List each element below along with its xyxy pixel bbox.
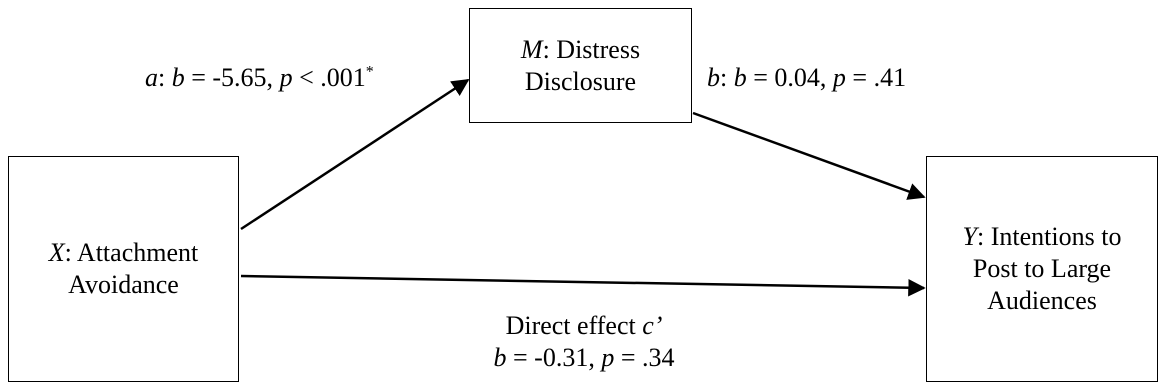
path-c-b-symbol: b (493, 343, 507, 372)
mediator-var: M (520, 34, 543, 64)
path-a-symbol: a (145, 63, 158, 92)
path-a-colon: : (158, 63, 172, 92)
direct-effect-title: Direct effect c’ (404, 310, 764, 342)
path-b-b-symbol: b (733, 63, 747, 92)
arrow-x-to-m (240, 78, 470, 231)
mediator-box: M: Distress Disclosure (469, 8, 692, 123)
path-a-p-symbol: p (279, 63, 293, 92)
mediator-line1-text: : Distress (542, 34, 641, 64)
path-c-p-symbol: p (601, 343, 615, 372)
path-a-p-value: < .001 (292, 63, 366, 92)
mediator-line1: M: Distress (521, 34, 640, 66)
path-c-b-value: = -0.31, (506, 343, 602, 372)
path-a-b-symbol: b (171, 63, 185, 92)
path-a-label: a: b = -5.65, p < .001* (145, 62, 374, 94)
outcome-line3: Audiences (987, 286, 1097, 315)
path-a-b-value: = -5.65, (184, 63, 280, 92)
predictor-line1: X: Attachment (49, 237, 198, 269)
predictor-var: X (48, 238, 65, 267)
outcome-line2: Post to Large (972, 254, 1112, 283)
direct-effect-title-text: Direct effect (505, 311, 643, 340)
outcome-line1-text: : Intentions to (977, 222, 1122, 251)
path-b-b-value: = 0.04, (746, 63, 833, 92)
outcome-line1: Y: Intentions to (963, 221, 1122, 253)
predictor-line2: Avoidance (68, 270, 179, 299)
arrow-m-to-y (692, 111, 926, 200)
direct-effect-symbol: c’ (642, 311, 663, 340)
path-b-colon: : (720, 63, 734, 92)
outcome-box: Y: Intentions to Post to Large Audiences (926, 156, 1158, 382)
outcome-var: Y (962, 222, 978, 251)
path-c-p-value: = .34 (614, 343, 675, 372)
significance-star: * (365, 63, 374, 81)
path-b-symbol: b (707, 63, 720, 92)
direct-effect-label: Direct effect c’ b = -0.31, p = .34 (404, 310, 764, 374)
path-b-label: b: b = 0.04, p = .41 (707, 62, 906, 94)
direct-effect-stats: b = -0.31, p = .34 (404, 342, 764, 374)
path-b-p-value: = .41 (845, 63, 907, 92)
path-b-p-symbol: p (832, 63, 846, 92)
arrow-x-to-y (240, 274, 926, 297)
predictor-box: X: Attachment Avoidance (8, 156, 239, 382)
predictor-line1-text: : Attachment (64, 238, 199, 267)
mediator-line2: Disclosure (524, 66, 637, 96)
